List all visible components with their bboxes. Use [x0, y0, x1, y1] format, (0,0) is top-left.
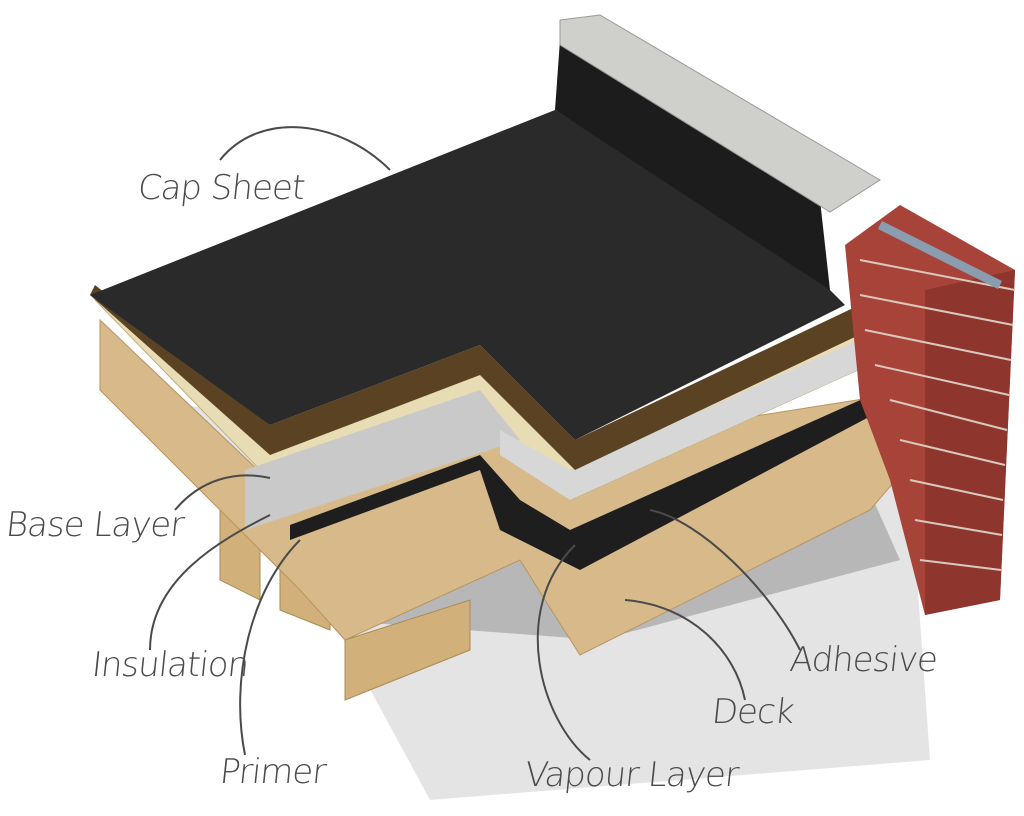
cap-sheet-layer [90, 110, 845, 440]
mortar-lines [859, 259, 1016, 571]
cap-sheet-arrow [219, 126, 391, 171]
base-layer [90, 285, 880, 470]
wall-tie [877, 220, 1003, 290]
label-cap-sheet: Cap Sheet [135, 168, 307, 208]
label-insulation: Insulation [89, 645, 251, 685]
label-adhesive: Adhesive [787, 640, 940, 680]
annotation-arrows [149, 126, 801, 761]
coping-stone [559, 14, 881, 213]
base-layer-arrow [174, 474, 271, 511]
label-primer: Primer [217, 752, 328, 792]
adhesive-arrow [649, 509, 801, 651]
upstand [555, 40, 830, 290]
insulation-arrow [149, 514, 271, 651]
label-deck: Deck [709, 692, 796, 732]
vapour-layer [290, 380, 920, 570]
deck-arrow [624, 599, 746, 701]
primer-arrow [239, 539, 301, 756]
vapour-layer-arrow [536, 544, 591, 761]
label-vapour-layer: Vapour Layer [522, 755, 741, 795]
label-base-layer: Base Layer [3, 505, 186, 545]
insulation-facing [245, 390, 520, 530]
